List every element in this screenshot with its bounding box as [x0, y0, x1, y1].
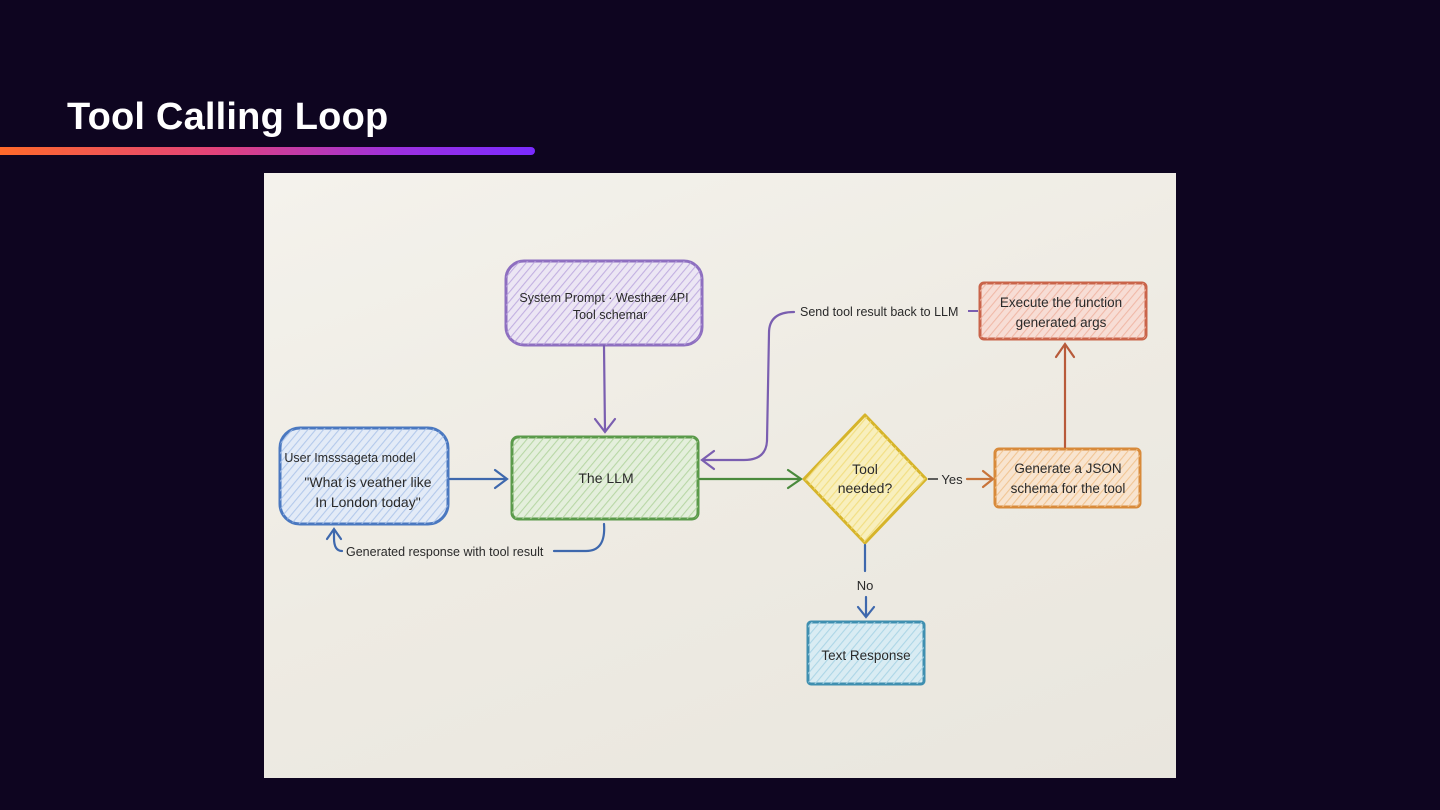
- system-prompt-node: System Prompt · Westhær 4PI Tool schemar: [504, 259, 704, 347]
- text-response-label: Text Response: [821, 648, 910, 663]
- execute-line2: generated args: [1016, 315, 1107, 330]
- execute-node: Execute the function generated args: [978, 281, 1148, 341]
- system-prompt-line1: System Prompt · Westhær 4PI: [519, 291, 688, 305]
- user-message-line2: "What is veather like: [304, 474, 431, 490]
- edge-generated-response-label: Generated response with tool result: [346, 545, 544, 559]
- arrow-llm-to-decision: [698, 468, 803, 490]
- user-message-node: User Imsssageta model "What is veather l…: [278, 426, 450, 526]
- edge-send-back: Send tool result back to LLM: [700, 305, 978, 471]
- arrow-generate-to-execute: [1054, 342, 1076, 449]
- arrow-prompt-to-llm: [593, 344, 617, 434]
- slide-title: Tool Calling Loop: [67, 96, 389, 138]
- user-message-line1: User Imsssageta model: [284, 451, 415, 465]
- decision-line2: needed?: [838, 480, 893, 496]
- edge-no: No: [857, 543, 876, 619]
- diagram-photo: System Prompt · Westhær 4PI Tool schemar…: [264, 173, 1176, 778]
- decision-line1: Tool: [852, 461, 878, 477]
- decision-node: Tool needed?: [802, 413, 928, 545]
- edge-send-back-label: Send tool result back to LLM: [800, 305, 958, 319]
- edge-yes: Yes: [928, 469, 995, 489]
- edge-generated-response: Generated response with tool result: [325, 522, 606, 559]
- llm-node: The LLM: [510, 435, 700, 521]
- generate-json-node: Generate a JSON schema for the tool: [993, 447, 1142, 509]
- arrow-user-to-llm: [448, 468, 509, 490]
- title-underline: [0, 147, 535, 155]
- llm-label: The LLM: [578, 470, 633, 486]
- execute-line1: Execute the function: [1000, 295, 1122, 310]
- text-response-node: Text Response: [806, 620, 926, 686]
- user-message-line3: In London today": [315, 494, 420, 510]
- edge-no-label: No: [857, 578, 874, 593]
- flowchart: System Prompt · Westhær 4PI Tool schemar…: [278, 259, 1148, 686]
- generate-json-line2: schema for the tool: [1011, 481, 1126, 496]
- generate-json-line1: Generate a JSON: [1014, 461, 1121, 476]
- system-prompt-line2: Tool schemar: [573, 308, 647, 322]
- edge-yes-label: Yes: [941, 472, 963, 487]
